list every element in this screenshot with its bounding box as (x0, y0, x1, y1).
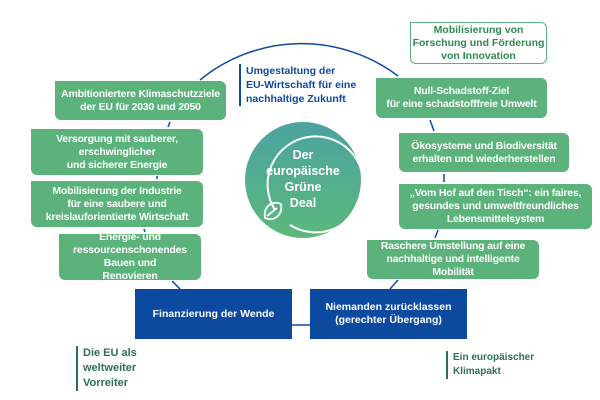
text-line: und sicherer Energie (66, 158, 168, 171)
text-line: von Innovation (441, 49, 516, 62)
text-line: „Vom Hof auf den Tisch“: ein faires, (409, 187, 582, 199)
text-line: nachhaltige Zukunft (246, 93, 346, 105)
center-line: europäische (266, 164, 340, 178)
farm-to-fork-box: „Vom Hof auf den Tisch“: ein faires,gesu… (399, 184, 592, 229)
center-line: Grüne (284, 180, 322, 194)
text-line: Null-Schadstoff-Ziel (413, 85, 510, 97)
text-line: (gerechter Übergang) (335, 314, 442, 326)
center-line: Deal (289, 196, 317, 210)
text-line: Mobilisierung von (433, 23, 524, 36)
center-line: Der (292, 148, 314, 162)
text-line: Energie- und (99, 231, 161, 243)
text-line: EU-Wirtschaft für eine (246, 79, 357, 91)
text-line: Raschere Umstellung auf eine (380, 240, 526, 252)
text-line: erschwinglicher (78, 145, 156, 158)
global-leader-label: Die EU als weltweiter Vorreiter (76, 346, 137, 391)
transformation-label: Umgestaltung der EU-Wirtschaft für eine … (239, 64, 356, 106)
text-line: Lebensmittelsystem (446, 213, 545, 225)
text-line: Niemanden zurücklassen (325, 301, 452, 313)
text-line: kreislauforientierte Wirtschaft (45, 210, 189, 223)
text-line: Forschung und Förderung (412, 36, 545, 49)
text-line: Renovieren (102, 270, 158, 282)
text-line: für eine schadstofffreie Umwelt (386, 98, 537, 110)
box-connectors (143, 119, 445, 326)
text-line: Finanzierung der Wende (152, 307, 275, 320)
financing-box: Finanzierung der Wende (135, 289, 292, 339)
text-line: Mobilisierung der Industrie (52, 184, 182, 197)
text-line: Ein europäischer (453, 352, 535, 363)
text-line: Umgestaltung der (246, 65, 336, 77)
text-line: Ambitioniertere Klimaschutzziele (61, 87, 220, 100)
climate-pact-label: Ein europäischer Klimapakt (446, 351, 534, 379)
text-line: Klimapakt (453, 366, 501, 377)
arc-connector (199, 42, 399, 81)
text-line: ressourcenschonendes Bauen und (73, 244, 187, 269)
text-line: für eine saubere und (67, 197, 167, 210)
green-deal-center-circle: Der europäische Grüne Deal (245, 122, 361, 238)
text-line: nachhaltige und intelligente (386, 253, 520, 265)
text-line: weltweiter (83, 362, 137, 374)
text-line: erhalten und wiederherstellen (412, 152, 556, 165)
text-line: Die EU als (83, 347, 137, 359)
text-line: Versorgung mit sauberer, (56, 132, 178, 145)
just-transition-box: Niemanden zurücklassen(gerechter Übergan… (310, 289, 467, 339)
text-line: Mobilität (432, 266, 474, 278)
leaf-icon (263, 135, 361, 234)
center-title: Der europäische Grüne Deal (245, 147, 361, 211)
text-line: Vorreiter (83, 377, 129, 389)
text-line: der EU für 2030 und 2050 (80, 100, 201, 113)
text-line: gesundes und umweltfreundliches (412, 200, 579, 212)
text-line: Ökosysteme und Biodiversität (411, 139, 557, 152)
